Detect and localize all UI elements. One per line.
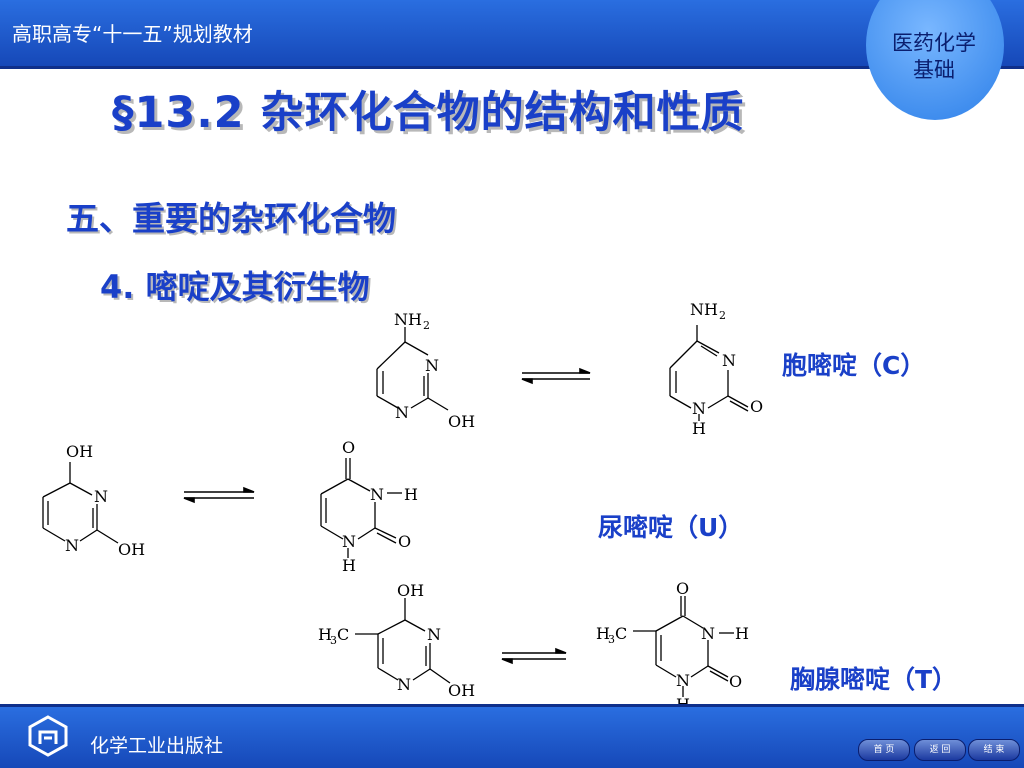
atom-label: N (425, 356, 439, 375)
atom-subscript: 3 (330, 634, 337, 647)
atom-label: O (398, 532, 411, 551)
atom-subscript: 3 (608, 633, 615, 646)
atom-label: H (692, 419, 706, 438)
atom-label: O (342, 438, 355, 457)
atom-label: OH (397, 581, 424, 600)
subject-badge (866, 0, 1004, 120)
atom-label: NH (394, 310, 422, 329)
atom-label: H (342, 556, 356, 575)
atom-label: H (318, 625, 332, 644)
subject-badge-text: 医药化学 基础 (878, 30, 990, 84)
badge-line-2: 基础 (913, 58, 955, 82)
header-bar (0, 0, 1024, 66)
footer-divider (0, 704, 1024, 707)
atom-label: H (596, 624, 610, 643)
atom-label: N (701, 624, 715, 643)
compound-label-uracil: 尿嘧啶（U） (598, 513, 744, 542)
atom-label: N (397, 675, 411, 694)
section-heading: 五、重要的杂环化合物 (66, 199, 396, 238)
footer-bar (0, 707, 1024, 768)
atom-label: N (65, 536, 79, 555)
atom-label: O (676, 579, 689, 598)
atom-label: N (692, 399, 706, 418)
atom-label: C (337, 625, 349, 644)
back-button[interactable]: 返 回 (914, 739, 966, 761)
atom-label: N (94, 487, 108, 506)
series-title: 高职高专“十一五”规划教材 (12, 22, 253, 46)
atom-subscript: 2 (423, 319, 430, 332)
compound-label-thymine: 胸腺嘧啶（T） (790, 665, 958, 694)
slide-title: §13.2 杂环化合物的结构和性质 (112, 88, 745, 138)
atom-label: OH (66, 442, 93, 461)
publisher-logo-icon (28, 715, 68, 757)
atom-label: OH (448, 681, 475, 700)
subsection-heading: 4. 嘧啶及其衍生物 (100, 268, 370, 306)
atom-label: H (735, 624, 749, 643)
end-button[interactable]: 结 束 (968, 739, 1020, 761)
publisher-name: 化学工业出版社 (90, 735, 224, 757)
atom-label: C (615, 624, 627, 643)
atom-label: N (395, 403, 409, 422)
atom-label: N (676, 671, 690, 690)
atom-label: O (750, 397, 763, 416)
atom-label: N (370, 485, 384, 504)
header-divider (0, 66, 1024, 69)
atom-label: H (404, 485, 418, 504)
badge-line-1: 医药化学 (892, 31, 976, 55)
atom-label: N (427, 625, 441, 644)
atom-label: O (729, 672, 742, 691)
atom-label: OH (448, 412, 475, 431)
atom-subscript: 2 (719, 309, 726, 322)
atom-label: NH (690, 300, 718, 319)
home-button[interactable]: 首 页 (858, 739, 910, 761)
atom-label: OH (118, 540, 145, 559)
atom-label: N (722, 351, 736, 370)
compound-label-cytosine: 胞嘧啶（C） (782, 351, 926, 380)
atom-label: N (342, 532, 356, 551)
